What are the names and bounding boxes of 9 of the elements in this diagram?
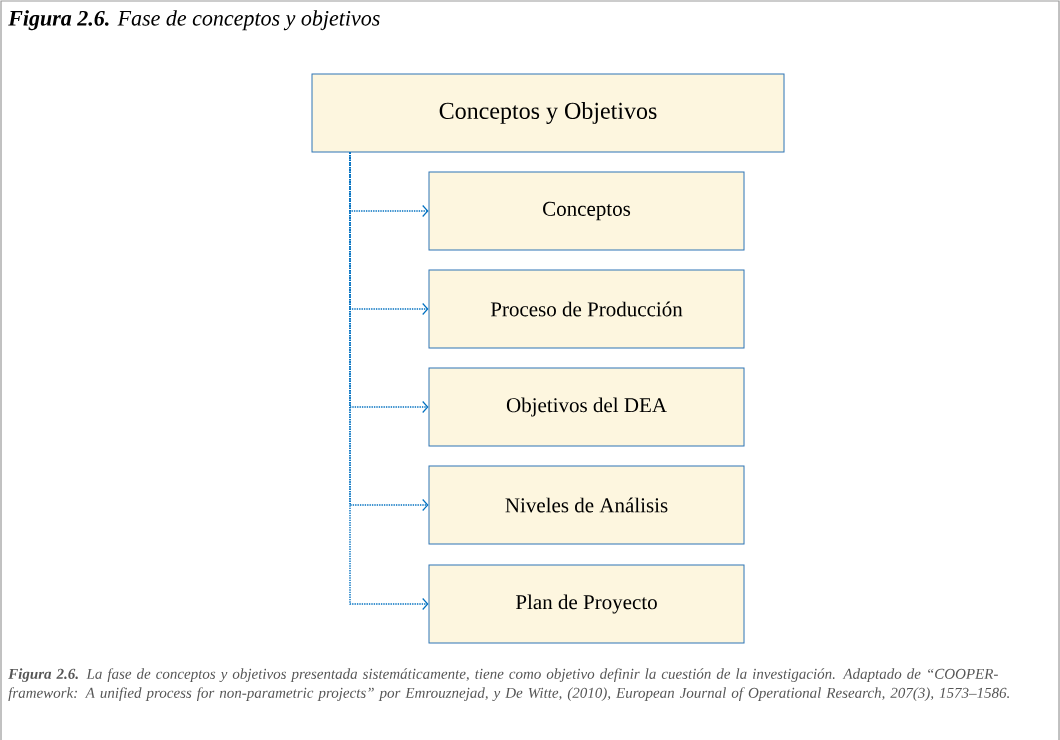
arrow: [349, 151, 429, 611]
process-box: Objetivos del DEA: [428, 367, 745, 447]
figure-title: Figura 2.6. Fase de conceptos y objetivos: [8, 10, 380, 31]
process-box: Conceptos: [428, 171, 745, 251]
process-box: Plan de Proyecto: [428, 564, 745, 644]
process-box: Niveles de Análisis: [428, 465, 745, 545]
process-box: Proceso de Producción: [428, 269, 745, 349]
heading-box: Conceptos y Objetivos: [311, 73, 785, 153]
figure-caption: Figura 2.6. La fase de conceptos y objetivos presentada sistemáticamente, tiene como objetivo definir la cuestión de la investigación. Adaptado de “COOPER-framework: A unified process for non-parametric projects” por Emrouznejad, y De Witte, (2010), European Journal of Operational Research, 207(3), 1573–1586.: [8, 668, 1009, 701]
